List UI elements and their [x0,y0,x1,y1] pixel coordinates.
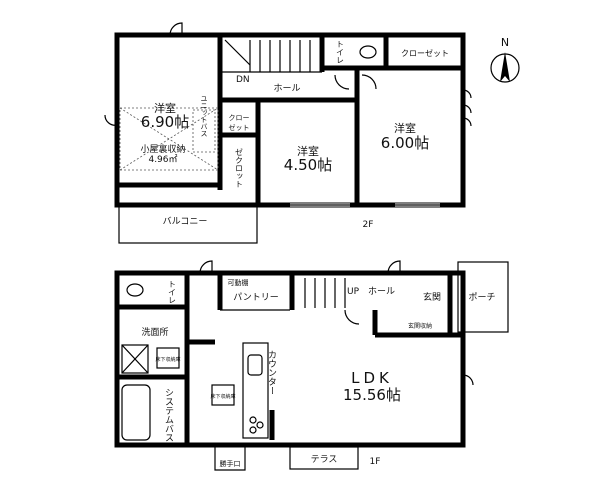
closet-small-l1: クロー [229,114,250,122]
hall-1f-label: ホール [368,286,395,297]
sink-icon [247,354,263,376]
up-label: UP [347,287,360,297]
floor-2-label: 2F [363,220,374,230]
dn-label: DN [236,75,250,85]
north-label: N [501,36,509,49]
staircase [224,39,311,72]
bath-label: システムバス [163,388,174,442]
ldk-name: LDK [351,369,393,387]
attic-size: 4.96㎡ [148,154,177,165]
toilet-icon [126,283,144,297]
toilet-2f-label: トイレ [336,40,345,64]
floor-2: 洋室 6.90帖 小屋裏収納 4.96㎡ ユニットバス DN ホール トイレ ク… [104,22,472,244]
entrance-label: 玄関 [423,291,441,303]
door-icon [387,260,401,274]
door-icon [169,22,183,36]
balcony-label: バルコニー [163,216,208,227]
room-c-size: 6.00帖 [381,134,429,152]
closet-small-l2: ゼット [229,123,250,132]
porch [457,261,509,333]
entrance-storage-label: 玄関収納 [408,322,432,330]
washroom-label: 洗面所 [141,326,168,338]
back-door [214,445,246,471]
terrace-label: テラス [311,454,338,465]
room-c-name: 洋室 [394,121,416,135]
ldk-size: 15.56帖 [343,386,401,404]
attic-name: 小屋裏収納 [140,143,185,155]
floor-1: トイレ 洗面所 システムバス 床下収納庫 床下収納庫 可動棚 パントリー UP … [114,260,509,471]
door-icon [344,309,360,325]
room-a-size: 6.90帖 [141,113,189,131]
bath-unit-label: ユニットバス [200,95,208,137]
shelf-label: 可動棚 [228,278,249,287]
closet-top-label: クローゼット [401,48,449,58]
underfloor-1-label: 床下収納庫 [155,356,180,363]
hall-2f-label: ホール [273,83,300,94]
room-a-name: 洋室 [154,101,176,115]
north-arrow-icon: N [490,36,520,83]
terrace [289,446,359,470]
door-icon [361,74,377,90]
toilet-1f-label: トイレ [168,280,177,304]
underfloor-2-label: 床下収納庫 [210,393,235,400]
balcony [118,204,258,244]
closet-vert-label: ゼクロット [235,148,244,188]
back-door-label: 勝手口 [220,459,241,468]
pantry-label: パントリー [233,292,278,303]
porch-label: ポーチ [468,292,495,303]
stove-icon [249,416,257,424]
door-icon [334,74,350,90]
door-icon [199,260,213,274]
room-b-name: 洋室 [297,144,319,158]
toilet-icon [359,45,377,59]
kitchen-counter [242,342,269,439]
counter-label: カウンター [266,350,277,395]
attic-storage [119,107,219,171]
staircase [304,278,346,308]
bathtub-icon [121,384,151,441]
room-b-size: 4.50帖 [284,156,332,174]
floor-1-label: 1F [370,457,381,467]
